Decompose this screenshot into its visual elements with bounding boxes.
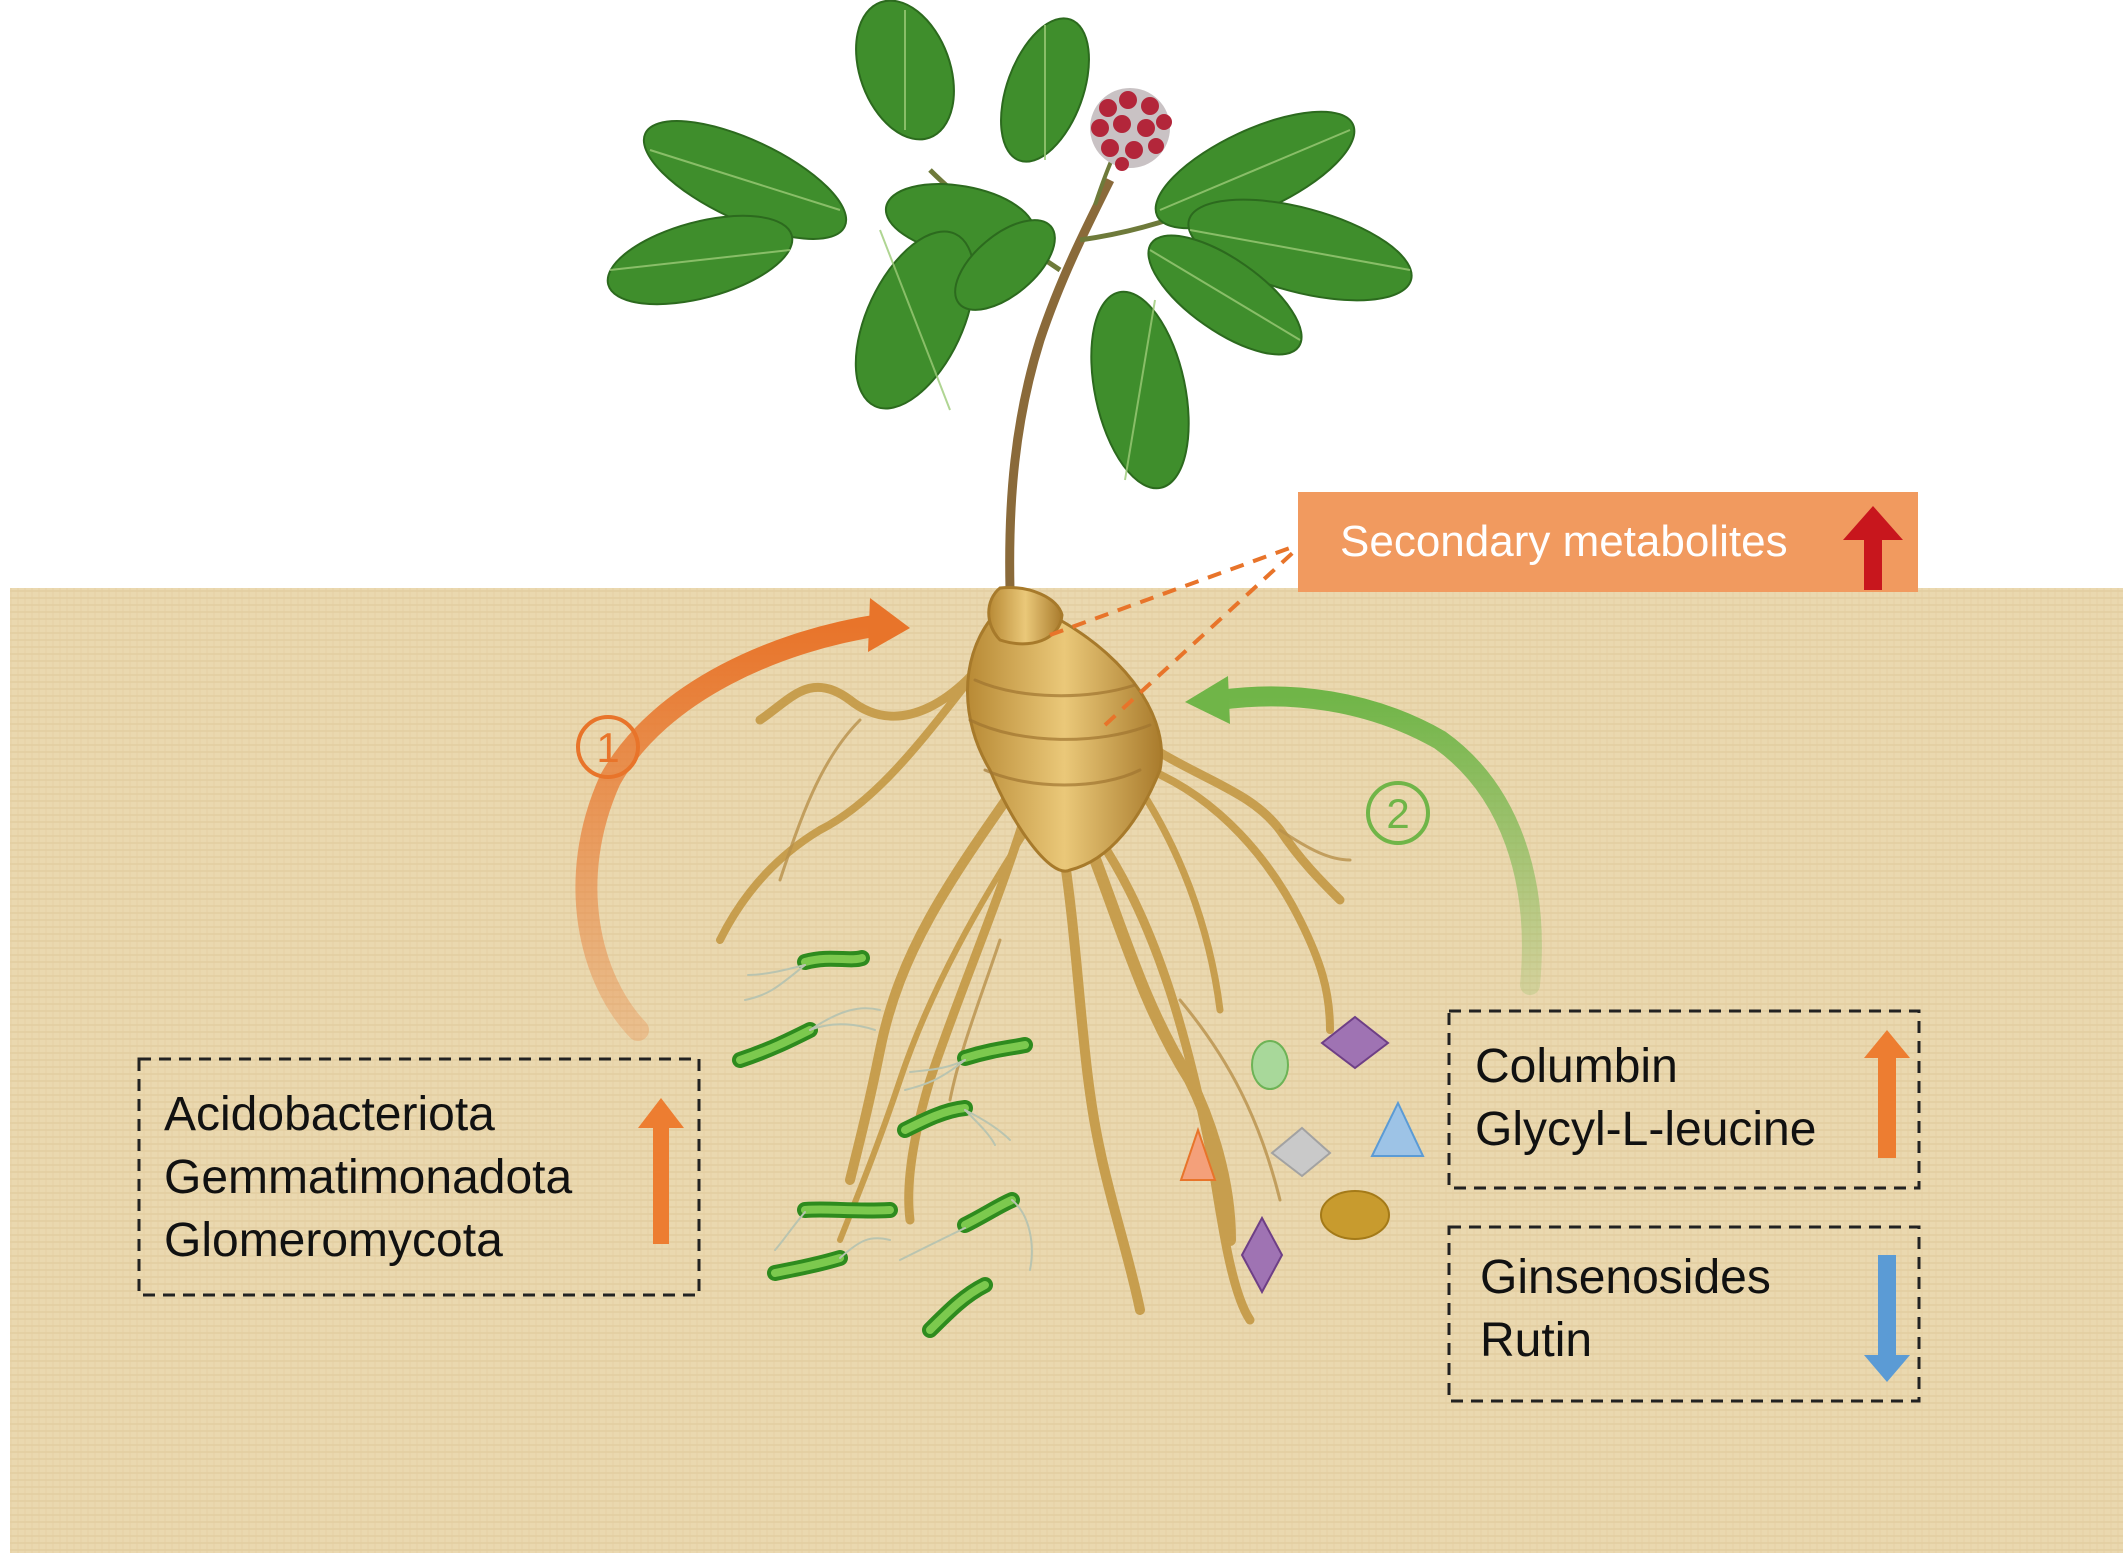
microbe-item: Acidobacteriota (164, 1088, 495, 1141)
secondary-metabolites-label: Secondary metabolites (1340, 517, 1788, 566)
svg-text:1: 1 (596, 724, 619, 771)
metabolites-down-box: Ginsenosides Rutin (1447, 1225, 1921, 1403)
microbe-item: Gemmatimonadota (164, 1151, 572, 1204)
metabolite-shapes (1179, 1015, 1425, 1295)
berry-cluster-icon (1090, 88, 1172, 171)
pathway-1-marker: 1 (576, 715, 640, 779)
arrow-up-red-icon (1843, 506, 1903, 590)
green-ellipse-icon (1251, 1040, 1289, 1090)
gray-diamond-icon (1270, 1126, 1332, 1178)
bacteria-group-icon (732, 950, 1033, 1338)
metabolite-up-item: Glycyl-L-leucine (1475, 1103, 1816, 1156)
pathway-2-arrow (1185, 676, 1542, 995)
secondary-metabolite-connectors (1049, 543, 1300, 727)
metabolites-up-box: Columbin Glycyl-L-leucine (1447, 1009, 1921, 1190)
purple-diamond-icon (1320, 1015, 1390, 1070)
ginseng-plant-icon (606, 0, 1413, 591)
arrow-down-blue-icon (1864, 1255, 1910, 1382)
gold-ellipse-icon (1320, 1190, 1390, 1240)
microbe-item: Glomeromycota (164, 1214, 503, 1267)
pathway-2-marker: 2 (1366, 781, 1430, 845)
arrow-up-orange-icon (1864, 1030, 1910, 1158)
svg-text:2: 2 (1386, 790, 1409, 837)
blue-triangle-icon (1370, 1100, 1425, 1157)
secondary-metabolites-box: Secondary metabolites (1298, 492, 1918, 592)
microbes-box: Acidobacteriota Gemmatimonadota Glomerom… (137, 1057, 701, 1297)
purple-diamond-icon (1240, 1215, 1284, 1295)
ginseng-root-icon (716, 586, 1352, 1325)
metabolite-down-item: Ginsenosides (1480, 1251, 1771, 1304)
arrow-up-orange-icon (638, 1098, 684, 1244)
orange-triangle-icon (1179, 1126, 1217, 1181)
metabolite-down-item: Rutin (1480, 1314, 1592, 1367)
metabolite-up-item: Columbin (1475, 1040, 1678, 1093)
pathway-1-arrow (575, 598, 910, 1041)
